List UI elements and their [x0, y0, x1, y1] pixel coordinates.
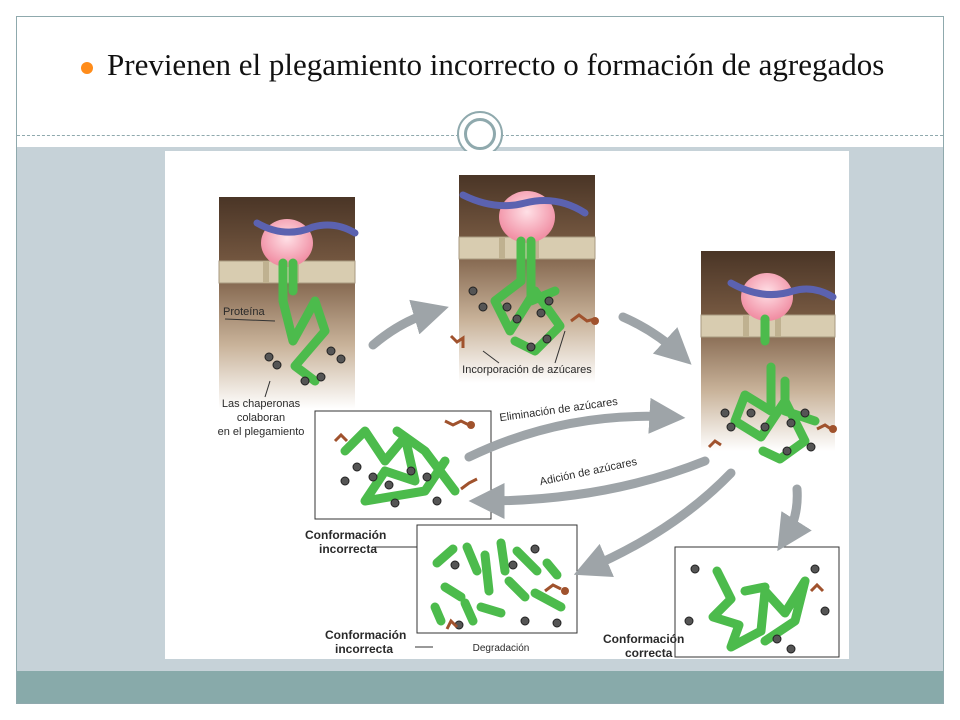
mrna-icon	[253, 219, 359, 237]
panel-2-sugar-incorporation: Incorporación de azúcares	[449, 175, 599, 383]
label-incorrect-1-b: incorrecta	[319, 542, 377, 556]
label-chaperones-2: colaboran	[237, 412, 285, 424]
label-sugar-incorporation: Incorporación de azúcares	[462, 364, 592, 376]
label-correct-a: Conformación	[603, 632, 684, 646]
panel-3-folded-in-er	[700, 251, 837, 464]
degraded-fragments-icon	[430, 538, 566, 626]
bullet-dot-icon	[81, 62, 93, 74]
panel-6-correct-conformation: Conformación correcta	[603, 546, 840, 659]
process-arrows	[368, 299, 812, 577]
arrow-sugar-removal	[464, 397, 686, 462]
mrna-icon	[459, 191, 589, 217]
protein-folding-figure: Proteína Las chaperonas colaboran en el …	[165, 151, 849, 659]
slide: Previenen el plegamiento incorrecto o fo…	[16, 16, 944, 704]
label-incorrect-2-b: incorrecta	[335, 642, 393, 656]
label-degradation: Degradación	[473, 643, 530, 654]
label-incorrect-1-a: Conformación	[305, 528, 386, 542]
label-chaperones-3: en el plegamiento	[218, 426, 305, 438]
arrow-step-1	[368, 299, 449, 350]
arrow-step-2	[618, 312, 692, 365]
label-incorrect-2-a: Conformación	[325, 628, 406, 642]
label-chaperones-1: Las chaperonas	[222, 398, 301, 410]
arrow-to-correct	[777, 484, 812, 552]
panel-1-er-entry: Proteína Las chaperonas colaboran en el …	[218, 197, 359, 438]
footer-band	[17, 671, 943, 703]
bullet-text: Previenen el plegamiento incorrecto o fo…	[107, 47, 885, 82]
mrna-icon	[727, 279, 837, 301]
label-protein: Proteína	[223, 306, 265, 318]
panel-5-degradation: Conformación incorrecta Degradación	[325, 524, 578, 656]
label-correct-b: correcta	[625, 646, 673, 659]
panel-4-incorrect-conformation: Conformación incorrecta	[305, 410, 492, 556]
protein-chain-icon	[278, 258, 330, 386]
arrow-sugar-addition	[468, 456, 710, 519]
arrow-to-degradation	[573, 468, 736, 577]
protein-chain-icon	[490, 236, 565, 356]
protein-chain-icon	[340, 426, 450, 506]
protein-chain-icon	[708, 566, 810, 652]
